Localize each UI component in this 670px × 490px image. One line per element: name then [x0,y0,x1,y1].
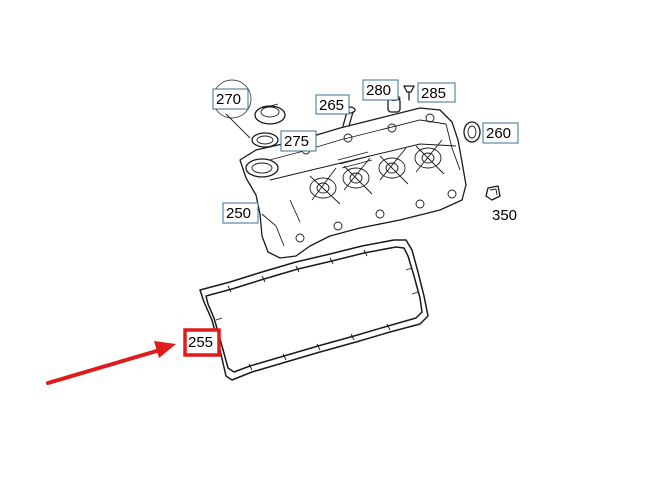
gasket-illustration [199,239,429,381]
callout-255-label: 255 [188,334,213,351]
callout-280: 280 [362,79,399,101]
oil-cap-illustration [212,79,286,148]
valve-cover-illustration [239,107,467,259]
callout-270-label: 270 [216,91,241,108]
callout-265-label: 265 [319,97,344,114]
callout-265: 265 [315,94,350,115]
callout-280-label: 280 [366,82,391,99]
callout-285-label: 285 [421,85,446,102]
red-arrow-icon [46,341,176,385]
callout-255-highlighted: 255 [183,328,221,357]
callout-350: 350 [492,207,517,224]
callout-260: 260 [482,122,519,144]
callout-285: 285 [417,82,456,103]
callout-260-label: 260 [486,125,511,142]
screw-285-illustration [403,85,415,101]
callout-275-label: 275 [284,133,309,150]
clip-350-illustration [485,185,501,201]
callout-350-label: 350 [492,207,517,224]
callout-275: 275 [280,130,317,152]
callout-250-label: 250 [226,205,251,222]
callout-270: 270 [212,88,249,110]
seal-ring-260-illustration [463,121,481,143]
callout-250: 250 [222,202,259,224]
